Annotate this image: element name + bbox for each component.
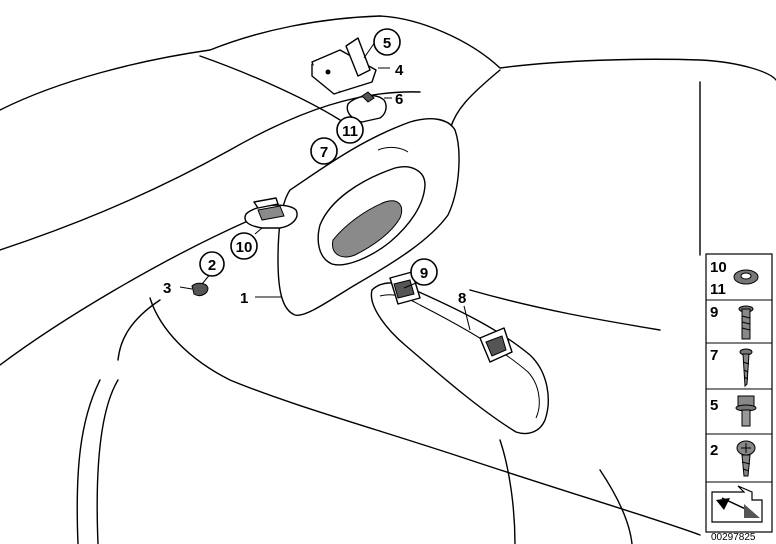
callout-7: 7 — [310, 137, 338, 165]
callout-5: 5 — [373, 28, 401, 56]
callout-label: 6 — [395, 91, 403, 108]
legend-label-5: 5 — [710, 397, 718, 414]
vehicle-outline — [0, 15, 776, 544]
washer-icon — [733, 269, 759, 285]
callout-label: 7 — [320, 144, 328, 161]
legend-label-2: 2 — [710, 442, 718, 459]
legend-label-11: 11 — [710, 281, 726, 298]
callout-11: 11 — [336, 116, 364, 144]
sun-visor-with-mirror — [277, 118, 460, 316]
image-number: 00297825 — [711, 532, 756, 543]
callout-label: 10 — [236, 239, 253, 256]
legend-label-7: 7 — [710, 347, 718, 364]
collar-bolt-icon — [735, 395, 757, 427]
visor-bearing — [244, 197, 298, 229]
callout-label: 2 — [208, 257, 216, 274]
direction-arrow-icon — [711, 485, 763, 523]
callout-4: 4 — [395, 62, 404, 79]
callout-label: 4 — [395, 62, 404, 79]
small-clip — [191, 282, 209, 297]
callout-9: 9 — [410, 258, 438, 286]
callout-6: 6 — [395, 91, 403, 108]
callout-3: 3 — [163, 280, 171, 297]
callout-label: 8 — [458, 290, 466, 307]
screw-icon — [738, 305, 754, 340]
callout-2: 2 — [199, 251, 225, 277]
callout-label: 3 — [163, 280, 171, 297]
legend-label-10: 10 — [710, 259, 727, 276]
visor-clip — [346, 91, 387, 123]
callout-10: 10 — [230, 232, 258, 260]
fastener-legend: 10 11 9 7 5 — [705, 253, 773, 533]
sun-visor — [370, 271, 549, 435]
mounting-bracket — [311, 37, 377, 95]
callout-1: 1 — [240, 290, 248, 307]
callout-label: 5 — [383, 35, 391, 52]
callout-label: 11 — [342, 123, 358, 140]
callout-label: 1 — [240, 290, 248, 307]
callout-8: 8 — [458, 290, 466, 307]
callout-label: 9 — [420, 265, 428, 282]
self-tapping-screw-icon — [739, 348, 753, 388]
legend-label-9: 9 — [710, 304, 718, 321]
pan-head-screw-icon — [736, 440, 756, 477]
